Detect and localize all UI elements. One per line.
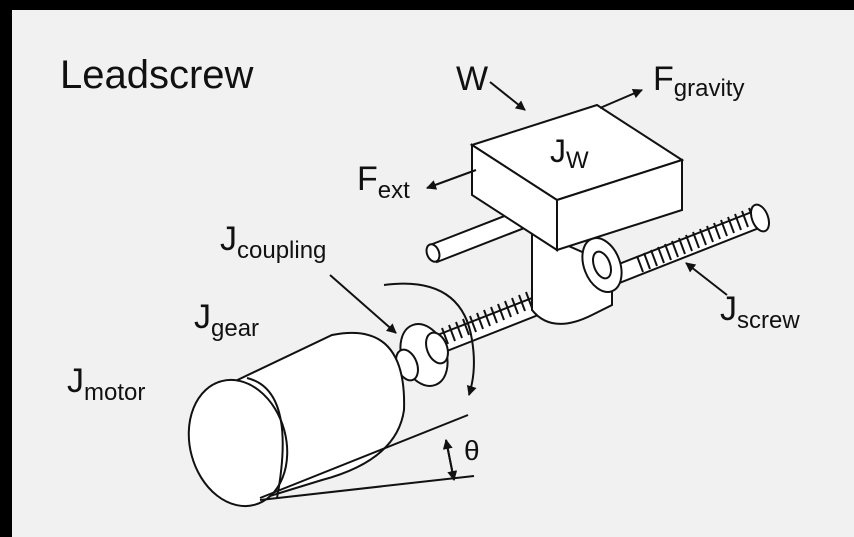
label-f-gravity: Fgravity	[653, 60, 744, 102]
label-f-ext: Fext	[357, 160, 410, 204]
rotation-arrow	[383, 282, 477, 396]
w-arrow	[489, 81, 526, 111]
label-j-coupling: Jcoupling	[220, 220, 326, 264]
coupling	[395, 323, 449, 387]
diagram-frame: Leadscrew	[12, 10, 854, 537]
label-j-screw: Jscrew	[720, 290, 800, 334]
label-theta: θ	[464, 435, 480, 466]
f-gravity-arrow	[599, 88, 643, 109]
diagram-title: Leadscrew	[60, 53, 254, 97]
label-j-w: JW	[550, 133, 589, 174]
carriage-nut	[531, 228, 623, 325]
load-block	[469, 103, 685, 252]
j-coupling-leader	[329, 274, 397, 334]
f-ext-arrow	[426, 169, 477, 190]
leadscrew-diagram: Leadscrew	[60, 53, 800, 508]
theta-angle	[259, 414, 475, 501]
motor	[187, 331, 406, 508]
label-j-gear: Jgear	[194, 298, 259, 342]
j-screw-leader	[685, 262, 728, 296]
label-w: W	[456, 60, 488, 98]
label-j-motor: Jmotor	[67, 362, 145, 406]
